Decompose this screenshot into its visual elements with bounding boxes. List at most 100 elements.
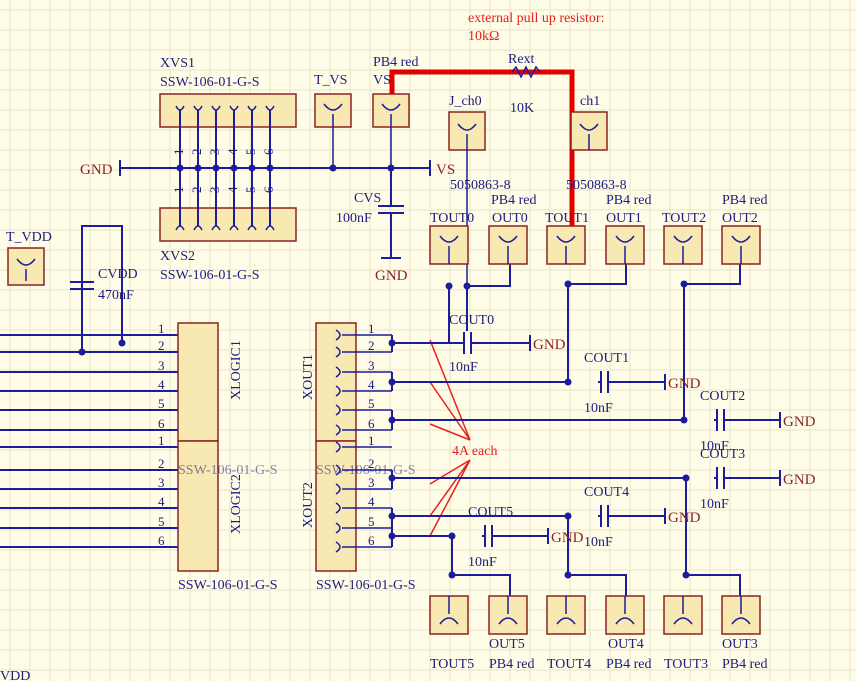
pb4-label: PB4 red <box>606 657 652 672</box>
xlogic-pin-number: 6 <box>158 416 165 431</box>
xout-pin-number: 6 <box>368 533 375 548</box>
xlogic-pin-number: 4 <box>158 377 165 392</box>
cvdd-capacitor[interactable]: CVDD 470nF <box>70 225 138 355</box>
cout-value: 10nF <box>700 439 729 454</box>
xlogic-pin-number: 1 <box>158 433 165 448</box>
junction-dot <box>118 339 126 347</box>
junction-dot <box>564 378 572 386</box>
testpoint-label: TOUT2 <box>662 211 706 226</box>
xlogic-pin-number: 2 <box>158 456 165 471</box>
cout-ref: COUT3 <box>700 447 745 462</box>
vdd-net-label: VDD <box>0 669 30 681</box>
pb4-label: PB4 red <box>722 657 768 672</box>
cout-ref: COUT0 <box>449 313 494 328</box>
cout-gnd-label: GND <box>533 337 566 353</box>
xlogic1-ref: XLOGIC1 <box>229 340 244 400</box>
xout-pin-number: 2 <box>368 338 375 353</box>
xout-pin-number: 3 <box>368 475 375 490</box>
rext-resistor[interactable]: Rext 10K <box>389 52 575 250</box>
xout-pin-number: 3 <box>368 358 375 373</box>
cvdd-value: 470nF <box>98 288 134 303</box>
junction-dot <box>680 280 688 288</box>
xout-pin-number: 6 <box>368 416 375 431</box>
cout-ref: COUT2 <box>700 389 745 404</box>
xvs2-connector[interactable]: XVS2 SSW-106-01-G-S <box>159 207 297 283</box>
t-vs-testpoint[interactable]: T_VS <box>314 73 352 168</box>
xvs2-part: SSW-106-01-G-S <box>160 268 260 283</box>
xout1-connector[interactable]: XOUT1 <box>301 322 357 442</box>
xout2-ref: XOUT2 <box>301 482 316 528</box>
xout2-part: SSW-106-01-G-S <box>316 578 416 593</box>
junction-dot <box>329 164 337 172</box>
cout-ref: COUT1 <box>584 351 629 366</box>
output-testpoint[interactable]: OUT0 <box>488 211 528 265</box>
cout-value: 10nF <box>700 497 729 512</box>
vs-pb-label: PB4 red <box>373 55 419 70</box>
cvs-gnd-label: GND <box>375 268 408 284</box>
j-ch0-part: 5050863-8 <box>450 178 511 193</box>
output-testpoint[interactable]: OUT3 <box>721 595 761 652</box>
junction-dot <box>445 282 453 290</box>
xlogic-pin-number: 6 <box>158 533 165 548</box>
output-testpoint[interactable]: TOUT1 <box>545 211 589 265</box>
xout2-connector[interactable]: XOUT2 SSW-106-01-G-S <box>301 440 416 593</box>
cvs-capacitor[interactable]: CVS 100nF GND <box>336 168 408 284</box>
xlogic-pin-number: 5 <box>158 396 165 411</box>
output-testpoint[interactable]: OUT1 <box>605 211 645 265</box>
xvs1-pin-number: 2 <box>189 149 204 156</box>
xlogic2-part: SSW-106-01-G-S <box>178 578 278 593</box>
xout-pin-number: 5 <box>368 514 375 529</box>
testpoint-label: TOUT1 <box>545 211 589 226</box>
j-ch1-part: 5050863-8 <box>566 178 627 193</box>
xlogic-pin-number: 3 <box>158 358 165 373</box>
cout-gnd-label: GND <box>668 510 701 526</box>
xvs2-pin-number: 3 <box>207 187 222 194</box>
xvs1-pin-number: 1 <box>171 149 186 156</box>
output-testpoint[interactable]: TOUT5 <box>429 595 474 672</box>
t-vdd-label: T_VDD <box>6 230 52 245</box>
xlogic-pin-number: 4 <box>158 494 165 509</box>
junction-dot <box>564 280 572 288</box>
junction-dot <box>682 474 690 482</box>
t-vdd-testpoint[interactable]: T_VDD <box>6 230 52 286</box>
pb4-label: PB4 red <box>489 657 535 672</box>
current-note-text: 4A each <box>452 444 497 459</box>
xout1-ref: XOUT1 <box>301 354 316 400</box>
xvs1-pin-number: 6 <box>261 148 276 155</box>
xvs1-connector[interactable]: XVS1 SSW-106-01-G-S <box>159 56 297 128</box>
j-ch0-ref: J_ch0 <box>449 94 482 109</box>
xlogic2-connector[interactable]: XLOGIC2 SSW-106-01-G-S <box>177 440 278 593</box>
output-testpoint[interactable]: TOUT3 <box>663 595 708 672</box>
xout-pin-number: 5 <box>368 396 375 411</box>
junctions <box>329 164 690 579</box>
testpoint-label: OUT2 <box>722 211 758 226</box>
junction-dot <box>564 571 572 579</box>
xlogic1-connector[interactable]: XLOGIC1 <box>177 322 244 442</box>
vs-pb-testpoint[interactable]: PB4 red VS <box>372 55 419 168</box>
xout-pin-number: 1 <box>368 433 375 448</box>
output-testpoint[interactable]: OUT4 <box>605 595 645 652</box>
output-testpoint[interactable]: OUT5 <box>488 595 528 652</box>
output-testpoint[interactable]: TOUT0 <box>429 211 474 265</box>
cout-value: 10nF <box>584 401 613 416</box>
cvs-value: 100nF <box>336 211 372 226</box>
junction-dot <box>564 512 572 520</box>
cout-value: 10nF <box>468 555 497 570</box>
xlogic2-ref: XLOGIC2 <box>229 474 244 534</box>
testpoint-label: OUT5 <box>489 637 525 652</box>
xvs1-ref: XVS1 <box>160 56 195 71</box>
j-ch1-testpoint[interactable]: ch1 5050863-8 <box>566 94 627 193</box>
j-ch1-ref: ch1 <box>580 94 600 109</box>
output-testpoint[interactable]: TOUT4 <box>546 595 591 672</box>
output-testpoint[interactable]: TOUT2 <box>662 211 706 265</box>
pb4-label: PB4 red <box>491 193 537 208</box>
output-testpoint[interactable]: OUT2 <box>721 211 761 265</box>
j-ch0-testpoint[interactable]: J_ch0 5050863-8 <box>448 94 511 286</box>
testpoint-label: TOUT0 <box>430 211 474 226</box>
